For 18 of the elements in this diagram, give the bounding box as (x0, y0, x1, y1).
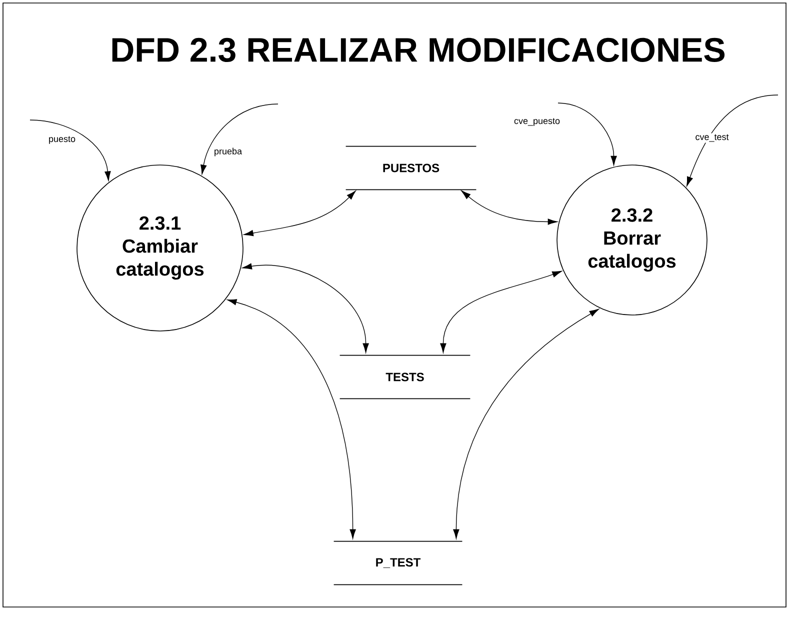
edge-label: cve_puesto (513, 117, 562, 127)
arrow (200, 104, 278, 174)
arrow (227, 299, 356, 539)
edge-label: prueba (213, 146, 244, 158)
data-store: P_TEST (333, 540, 463, 586)
arrow (686, 94, 778, 186)
arrow (440, 270, 562, 353)
arrow (244, 190, 356, 236)
arrow (30, 120, 111, 181)
title: DFD 2.3 REALIZAR MODIFICACIONES (112, 38, 725, 62)
arrow (461, 190, 558, 225)
data-store: TESTS (339, 354, 471, 400)
arrow (453, 308, 599, 539)
data-store: PUESTOS (345, 146, 477, 190)
arrow (558, 102, 617, 166)
edge-label: puesto (48, 135, 77, 145)
edge-label: cve_test (694, 133, 730, 143)
arrow (242, 263, 369, 353)
